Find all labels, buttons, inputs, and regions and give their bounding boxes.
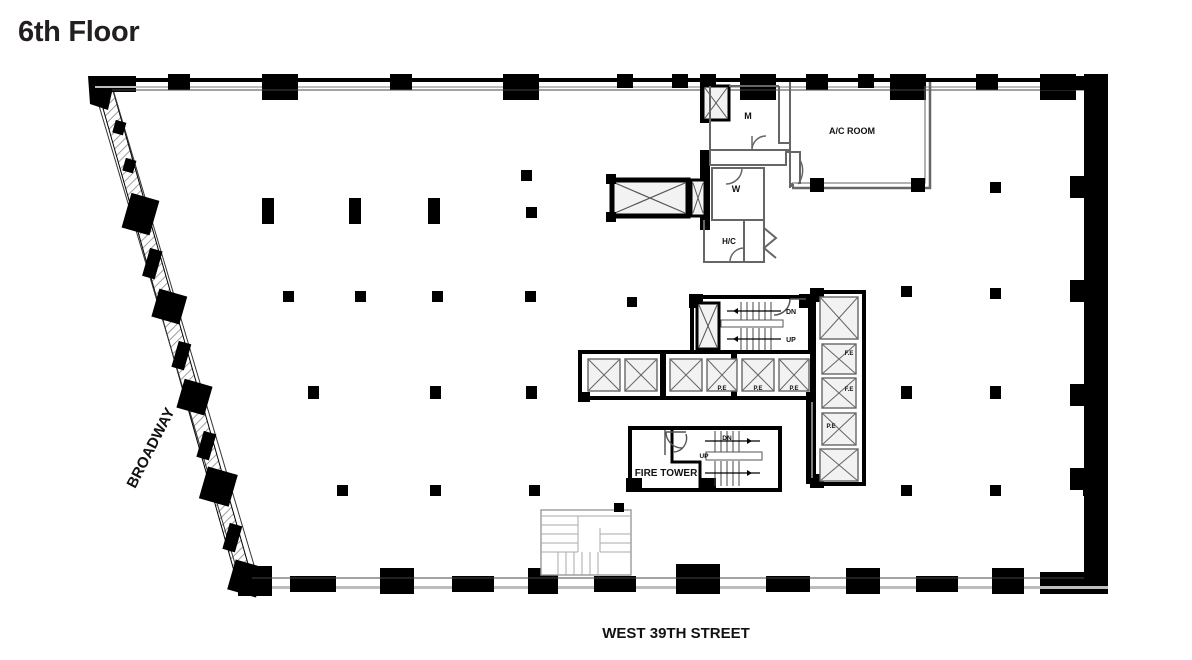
column: [627, 297, 637, 307]
south-wall: [238, 564, 1108, 596]
column: [990, 386, 1001, 399]
fire-tower: DN UP FIRE TOWER: [626, 426, 782, 492]
column: [308, 386, 319, 399]
shaft-pe-3: P.E: [778, 358, 810, 392]
room-label-hc: H/C: [722, 237, 736, 246]
column: [901, 386, 912, 399]
elevator-bank-horizontal: P.E P.E P.E: [578, 350, 820, 406]
column: [428, 198, 440, 224]
column: [1083, 485, 1094, 496]
column: [283, 291, 294, 302]
shaft-freight-west: [606, 174, 707, 222]
column: [1083, 286, 1094, 297]
column: [262, 198, 274, 224]
stair-marker-dn-main: DN: [786, 309, 796, 316]
shaft: [819, 448, 859, 482]
shaft-label-pe: P.E: [790, 386, 799, 392]
room-womens: W: [711, 167, 765, 221]
column: [430, 485, 441, 496]
column: [1083, 386, 1094, 399]
room-label-fire-tower: FIRE TOWER: [635, 468, 698, 479]
shaft: [669, 358, 703, 392]
column: [990, 288, 1001, 299]
shaft-label-pe: P.E: [754, 386, 763, 392]
shaft-label-fe: F.E: [845, 387, 854, 393]
column: [901, 286, 912, 297]
column: [430, 386, 441, 399]
column: [990, 182, 1001, 193]
room-ac: A/C ROOM: [789, 82, 932, 192]
shaft-label-pe: P.E: [827, 424, 836, 430]
column: [990, 485, 1001, 496]
room-label-w: W: [732, 184, 741, 194]
shaft: [624, 358, 658, 392]
column: [526, 207, 537, 218]
shaft-pe-4: P.E: [821, 412, 857, 446]
column: [521, 170, 532, 181]
column: [525, 291, 536, 302]
mechanical-core-north: M W H/C: [606, 78, 932, 263]
column: [337, 485, 348, 496]
room-label-ac: A/C ROOM: [829, 126, 875, 136]
shaft-fe-2: F.E: [821, 377, 857, 409]
column: [349, 198, 361, 224]
shaft-label-pe: P.E: [718, 386, 727, 392]
column: [432, 291, 443, 302]
column-grid: [262, 170, 1094, 512]
stair-marker-up-firetower: UP: [699, 453, 709, 460]
shaft: [819, 296, 859, 340]
shaft-north-small: [701, 84, 731, 122]
shaft: [587, 358, 621, 392]
room-label-m: M: [744, 111, 752, 121]
elevator-core: DN UP: [578, 288, 866, 492]
stair-south: DN: [540, 504, 632, 576]
column: [355, 291, 366, 302]
column: [614, 503, 624, 512]
stair-marker-up-main: UP: [786, 337, 796, 344]
shaft-fe-1: F.E: [821, 343, 857, 375]
room-hc: H/C: [703, 220, 778, 263]
elevator-bank-vertical: F.E F.E P.E: [806, 288, 866, 488]
street-label-w39: WEST 39TH STREET: [602, 625, 750, 642]
column: [526, 386, 537, 399]
stair-marker-dn-firetower: DN: [722, 435, 732, 442]
shaft-label-fe: F.E: [845, 351, 854, 357]
street-label-broadway: BROADWAY: [123, 405, 178, 491]
column: [529, 485, 540, 496]
shaft-pe-1: P.E: [706, 358, 738, 392]
stair-main: DN UP: [689, 294, 813, 357]
page-title: 6th Floor: [18, 16, 140, 48]
shaft-pe-2: P.E: [741, 358, 775, 392]
column: [901, 485, 912, 496]
